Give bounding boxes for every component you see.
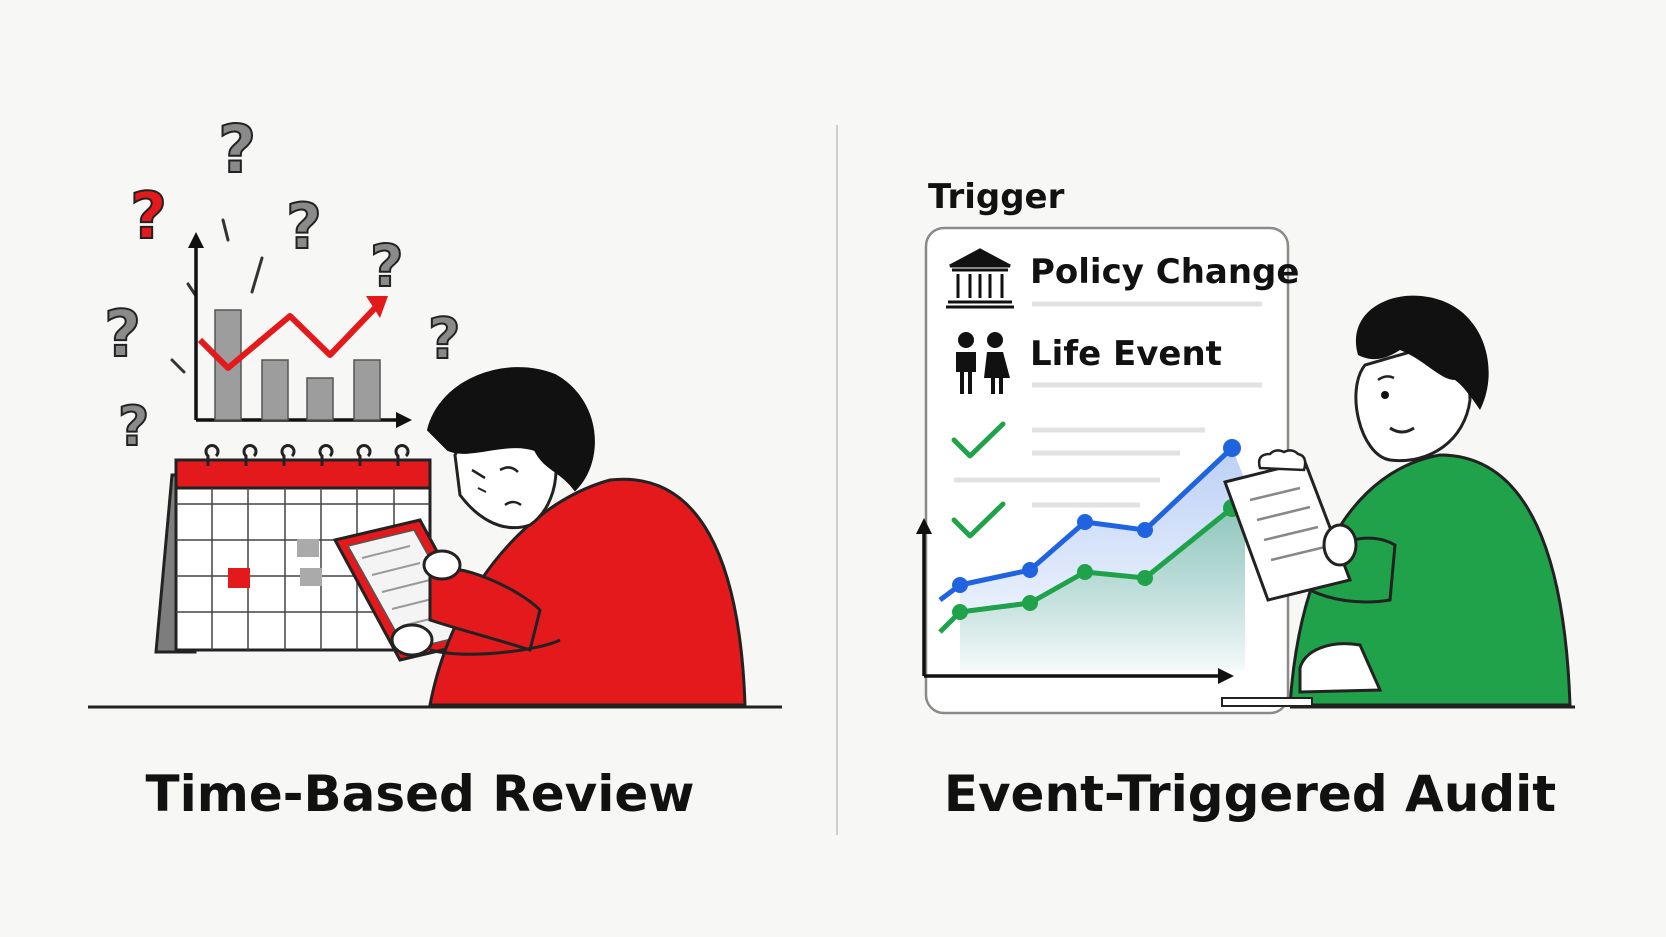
data-point [1137, 570, 1153, 586]
government-building-icon [946, 248, 1014, 309]
right-caption: Event-Triggered Audit [943, 765, 1557, 823]
right-panel: Trigger Policy Change [916, 177, 1575, 715]
check-rows [951, 421, 1205, 539]
chart-bar [261, 359, 289, 421]
question-mark-icon: ? [370, 232, 404, 300]
question-marks: ? ? ? ? ? ? ? [103, 110, 461, 459]
question-mark-icon: ? [286, 190, 322, 263]
data-point [952, 577, 968, 593]
trigger-label: Policy Change [1030, 252, 1299, 292]
checkmark-icon [951, 421, 1006, 459]
trend-arrow [197, 305, 378, 371]
data-point [952, 604, 968, 620]
data-point [1022, 595, 1038, 611]
chart-bar [306, 377, 334, 421]
data-point [1022, 562, 1038, 578]
reviewing-person [1221, 295, 1572, 707]
left-caption: Time-Based Review [145, 765, 695, 823]
calendar-header [174, 458, 432, 490]
data-point [1077, 564, 1093, 580]
stressed-person [390, 367, 747, 707]
calendar-marked-day [228, 568, 250, 588]
trigger-label: Life Event [1030, 334, 1222, 374]
question-mark-icon: ? [428, 307, 460, 372]
data-point [1137, 522, 1153, 538]
checkmark-icon [951, 501, 1006, 539]
trigger-item-life-event: Life Event [956, 332, 1262, 394]
chart-bar [353, 359, 381, 421]
bar-chart [188, 232, 412, 428]
question-mark-icon: ? [130, 180, 167, 254]
data-point [1077, 514, 1093, 530]
question-mark-icon: ? [118, 395, 149, 458]
trigger-item-policy-change: Policy Change [946, 248, 1299, 309]
question-mark-icon: ? [104, 298, 141, 372]
data-point [1223, 439, 1241, 457]
left-panel: ? ? ? ? ? ? ? [88, 110, 782, 709]
people-couple-icon [956, 332, 1010, 394]
growth-line-chart [916, 439, 1245, 684]
trigger-heading: Trigger [928, 177, 1065, 217]
question-mark-icon: ? [218, 111, 256, 188]
